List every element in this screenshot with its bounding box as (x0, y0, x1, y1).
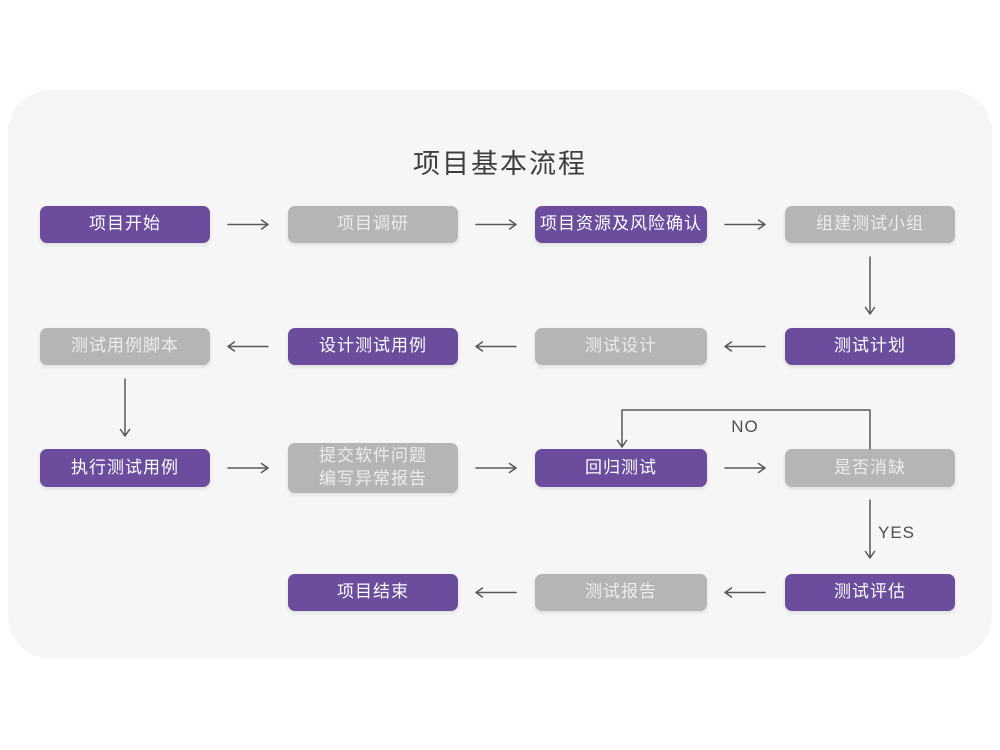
edge-label-yes: YES (878, 523, 916, 542)
flow-node-test-plan: 测试计划 (785, 328, 955, 365)
page-title: 项目基本流程 (413, 149, 587, 179)
flow-node-defect-resolved: 是否消缺 (785, 449, 955, 487)
flow-node-project-start: 项目开始 (40, 206, 210, 243)
flowchart-card (8, 90, 992, 658)
flow-node-regression-test: 回归测试 (535, 449, 707, 487)
flow-node-submit-issue-report: 提交软件问题 编写异常报告 (288, 443, 458, 493)
flow-node-project-research: 项目调研 (288, 206, 458, 243)
flow-node-test-design: 测试设计 (535, 328, 707, 365)
flow-node-project-end: 项目结束 (288, 574, 458, 611)
flow-node-build-test-team: 组建测试小组 (785, 206, 955, 243)
flow-node-design-test-case: 设计测试用例 (288, 328, 458, 365)
flow-node-resources-risk: 项目资源及风险确认 (535, 206, 707, 243)
flow-node-test-case-script: 测试用例脚本 (40, 328, 210, 365)
flow-node-test-report: 测试报告 (535, 574, 707, 611)
flow-node-execute-test-case: 执行测试用例 (40, 449, 210, 487)
flow-node-test-evaluation: 测试评估 (785, 574, 955, 611)
edge-label-no: NO (731, 417, 759, 436)
